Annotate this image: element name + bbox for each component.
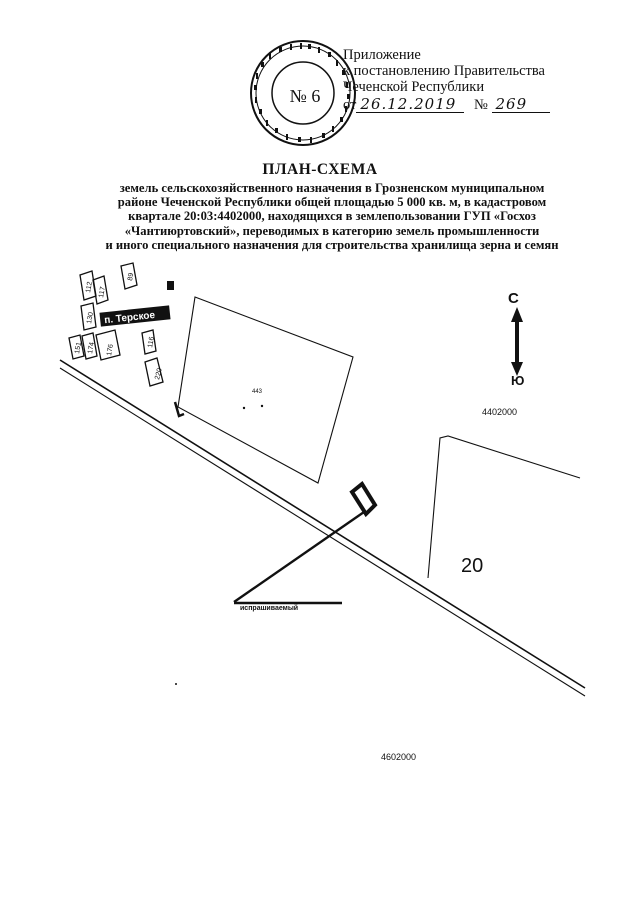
date-prefix: от	[343, 97, 357, 113]
callout-leader	[233, 511, 365, 603]
building-marker	[167, 281, 174, 290]
svg-text:89: 89	[127, 272, 135, 281]
appendix-block: Приложение к постановлению Правительства…	[343, 47, 603, 113]
stamp-number: № 6	[289, 86, 321, 106]
svg-text:117: 117	[98, 286, 107, 298]
svg-text:174: 174	[87, 342, 96, 355]
parcel-176: 176	[95, 329, 121, 361]
cadastral-map: 112 117 89 130 п. Терское 151 174 176 11…	[59, 262, 586, 762]
survey-point	[260, 404, 264, 408]
appendix-line-3: Чеченской Республики	[343, 79, 485, 95]
svg-text:116: 116	[147, 336, 156, 348]
svg-text:151: 151	[74, 342, 83, 355]
description-line: квартале 20:03:4402000, находящихся в зе…	[128, 209, 536, 224]
document-title: ПЛАН-СХЕМА	[262, 161, 378, 178]
svg-text:130: 130	[86, 312, 95, 325]
description-line: «Чантиюртовский», переводимых в категори…	[124, 223, 540, 238]
parcel-443-label: 443	[252, 389, 263, 395]
document-description: земель сельскохозяйственного назначения …	[52, 181, 612, 252]
parcel-151: 151	[68, 334, 85, 360]
svg-text:220: 220	[154, 367, 164, 380]
requested-plot-marker	[349, 481, 378, 518]
survey-point	[242, 406, 246, 410]
appendix-line-1: Приложение	[343, 47, 421, 63]
region-20-boundary	[427, 435, 581, 579]
region-number: 20	[461, 555, 483, 577]
village-label: п. Терское	[104, 310, 156, 326]
parcel-220: 220	[144, 357, 164, 387]
svg-text:112: 112	[85, 281, 94, 293]
parcel-marker	[173, 401, 185, 418]
parcel-89: 89	[120, 262, 138, 290]
number-value: 269	[491, 96, 550, 113]
parcel-443-boundary	[177, 296, 354, 484]
number-prefix: №	[474, 97, 488, 113]
description-line: земель сельскохозяйственного назначения …	[119, 181, 545, 195]
quarter-label-4402000: 4402000	[482, 407, 517, 417]
compass-north: С	[508, 290, 519, 307]
parcel-174: 174	[81, 332, 98, 360]
official-seal	[250, 40, 356, 146]
compass-arrow-icon	[511, 307, 523, 376]
quarter-label-4602000: 4602000	[381, 752, 416, 762]
parcel-117: 117	[92, 275, 109, 305]
road-line	[59, 367, 586, 697]
dot	[175, 683, 177, 685]
compass-south: Ю	[511, 373, 524, 388]
callout-label: испрашиваемый	[240, 604, 298, 612]
appendix-line-2: к постановлению Правительства	[343, 63, 545, 79]
svg-text:176: 176	[106, 344, 115, 357]
description-line: и иного специального назначения для стро…	[105, 237, 559, 252]
road-line	[59, 359, 586, 689]
village-label-bar	[99, 305, 171, 327]
parcel-130: 130	[80, 302, 97, 331]
date-value: 26.12.2019	[356, 96, 465, 113]
parcel-116: 116	[141, 329, 157, 355]
description-line: районе Чеченской Республики общей площад…	[117, 195, 547, 210]
